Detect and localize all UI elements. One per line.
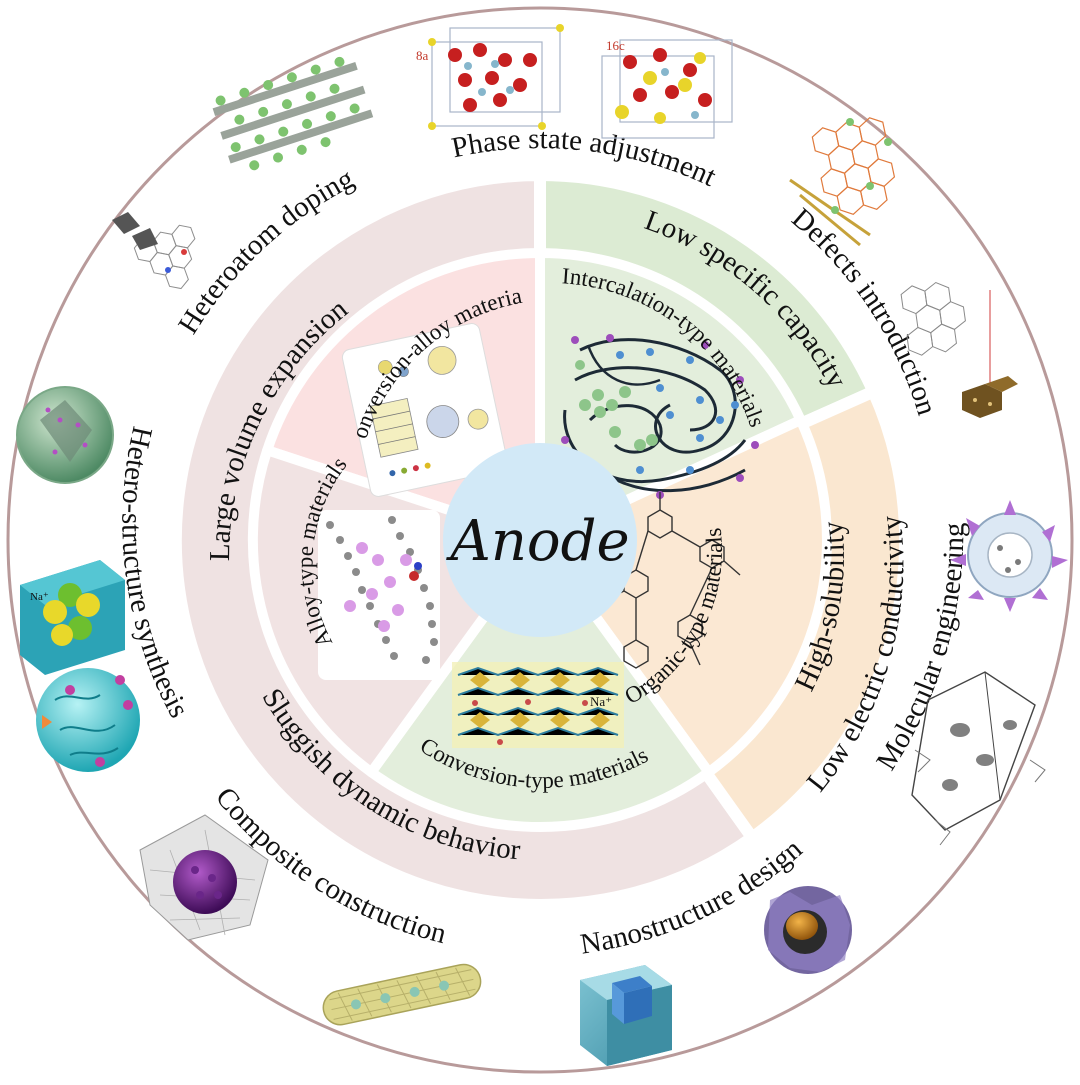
defects-dopant-dots [831,118,892,214]
nanostructure-yolk-shell [764,886,852,974]
alloy-type-schematic [318,510,440,680]
phase-lattice-left: 8a [416,24,564,130]
phase-lattice-right: 16c [601,38,733,139]
molecular-spiky-sphere [950,500,1068,612]
composite-graphene-sphere [139,814,269,941]
center-title: Anode [445,509,629,574]
hetero-cube-nanocrystal: Na⁺ [20,560,125,675]
defects-brown-blocks [962,376,1018,418]
composite-nanotube [322,963,482,1026]
conversion-alloy-schematic [341,323,509,497]
conversion-type-crystal: Na⁺ [452,662,624,748]
doping-graphene-flake [112,212,196,290]
site-label-8a: 8a [416,48,429,63]
site-label-16c: 16c [606,38,625,53]
nanostructure-cube [580,965,672,1066]
defects-gray-lattice [900,281,991,390]
sodium-ion-label: Na⁺ [590,694,612,709]
center-circle [443,443,637,637]
hetero-sphere-cyan [36,668,140,772]
hetero-sphere-green [16,386,114,484]
molecular-crystal-box [911,671,1046,846]
defects-honeycomb [789,117,896,247]
doping-layered-sheets [212,56,374,171]
sodium-ion-label-cube: Na⁺ [30,591,49,603]
